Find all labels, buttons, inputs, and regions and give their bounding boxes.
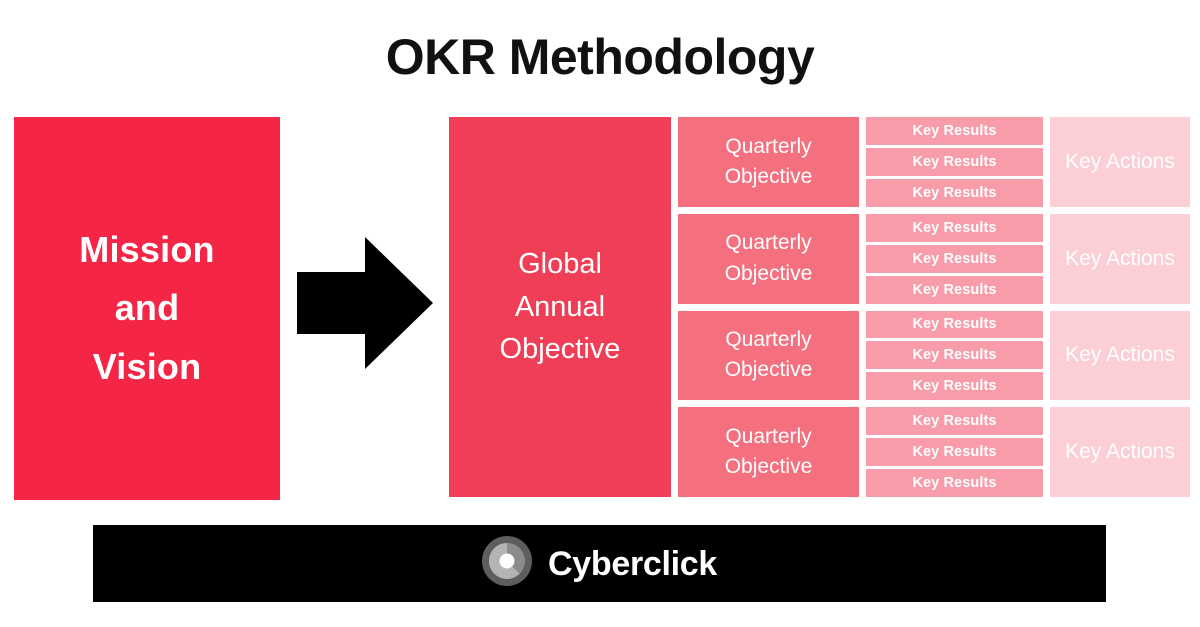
key-results-bar: Key Results: [866, 147, 1043, 176]
key-results-bar: Key Results: [866, 213, 1043, 242]
key-actions-cell: Key Actions: [1050, 117, 1190, 207]
key-results-group: Key Results Key Results Key Results: [866, 213, 1043, 311]
key-actions-cell: Key Actions: [1050, 213, 1190, 304]
cyberclick-circle-logo-icon: [482, 536, 532, 591]
key-actions-group: Key Actions: [1050, 213, 1190, 311]
key-results-group: Key Results Key Results Key Results: [866, 117, 1043, 214]
key-actions-group: Key Actions: [1050, 407, 1190, 497]
key-results-bar: Key Results: [866, 117, 1043, 145]
key-actions-cell: Key Actions: [1050, 310, 1190, 401]
footer-brand-bar: Cyberclick: [93, 525, 1106, 602]
key-results-bar: Key Results: [866, 178, 1043, 207]
key-results-bar: Key Results: [866, 244, 1043, 273]
key-results-bar: Key Results: [866, 469, 1043, 498]
page-title: OKR Methodology: [385, 29, 815, 85]
key-results-bar: Key Results: [866, 310, 1043, 339]
key-results-bar: Key Results: [866, 438, 1043, 467]
key-actions-cell: Key Actions: [1050, 407, 1190, 497]
key-actions-column: Key Actions Key Actions Key Actions Key …: [1050, 117, 1190, 497]
key-actions-group: Key Actions: [1050, 310, 1190, 408]
brand-name: Cyberclick: [548, 544, 717, 583]
key-results-group: Key Results Key Results Key Results: [866, 310, 1043, 408]
arrow-right-icon: [297, 237, 433, 369]
key-results-bar: Key Results: [866, 407, 1043, 436]
key-actions-group: Key Actions: [1050, 117, 1190, 214]
key-results-bar: Key Results: [866, 372, 1043, 401]
brand-lockup: Cyberclick: [482, 536, 717, 591]
key-results-group: Key Results Key Results Key Results: [866, 407, 1043, 498]
key-results-bar: Key Results: [866, 275, 1043, 304]
key-results-column: Key Results Key Results Key Results Key …: [866, 117, 1043, 498]
key-results-bar: Key Results: [866, 341, 1043, 370]
